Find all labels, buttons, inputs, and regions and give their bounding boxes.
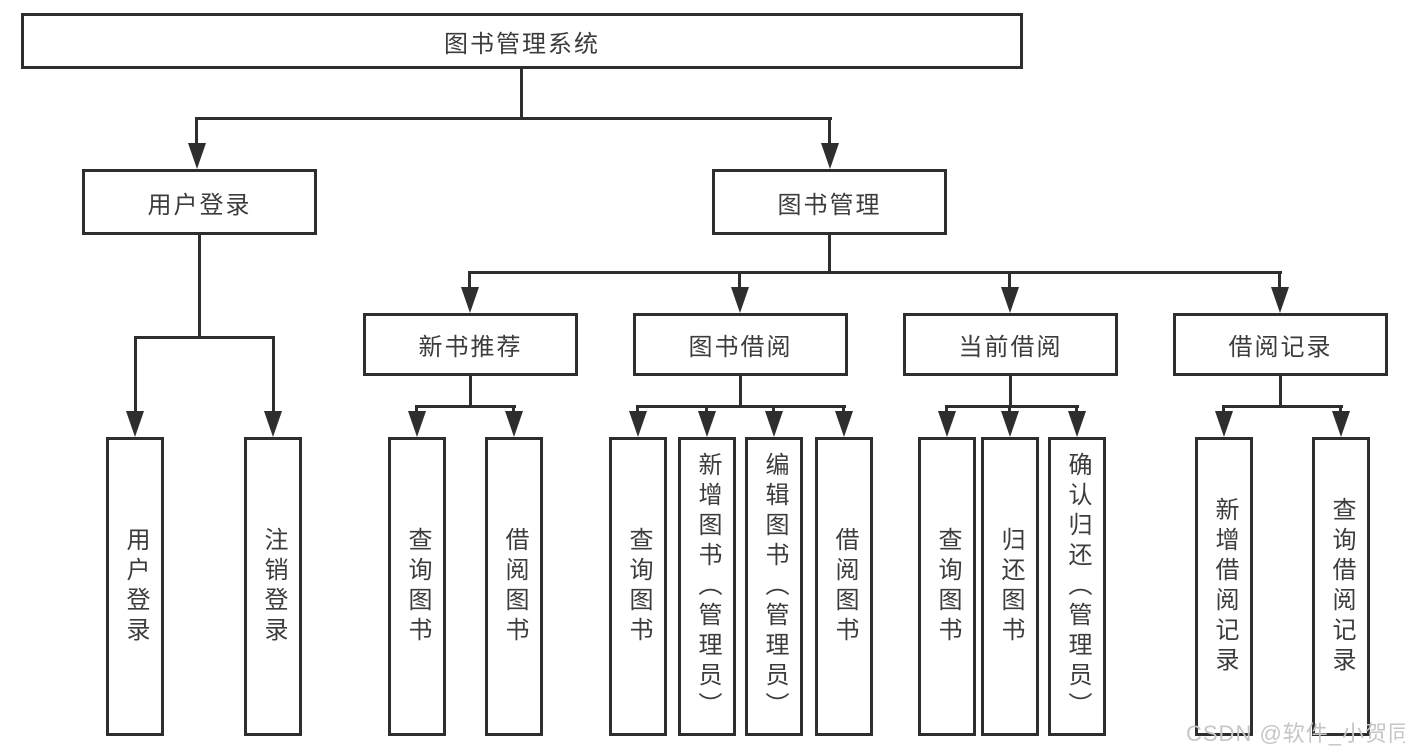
arrow-down-icon <box>264 411 282 437</box>
connector-vline <box>772 405 775 413</box>
leaf-label: 查询图书 <box>404 526 431 647</box>
leaf-label: 查询图书 <box>625 526 652 647</box>
node-label: 用户登录 <box>147 191 252 219</box>
leaf-current-query-books: 查询图书 <box>918 437 976 736</box>
leaf-records-add-borrow-record: 新增借阅记录 <box>1195 437 1253 736</box>
node-label: 借阅记录 <box>1228 334 1333 361</box>
arrow-down-icon <box>188 143 206 169</box>
connector-hline <box>416 405 516 408</box>
connector-vline <box>415 405 418 413</box>
leaf-label: 注销登录 <box>260 526 287 647</box>
node-new-book-recommendation: 新书推荐 <box>363 313 578 376</box>
leaf-current-return-books: 归还图书 <box>981 437 1039 736</box>
node-label: 图书管理 <box>777 191 882 219</box>
connector-vline <box>1008 405 1011 413</box>
leaf-label: 新增图书（管理员） <box>694 451 721 722</box>
connector-vline <box>1278 271 1281 289</box>
arrow-down-icon <box>698 411 716 437</box>
connector-vline <box>272 336 275 412</box>
connector-vline <box>1008 271 1011 289</box>
connector-hline <box>1222 405 1343 408</box>
arrow-down-icon <box>765 411 783 437</box>
arrow-down-icon <box>1001 287 1019 313</box>
arrow-down-icon <box>1215 411 1233 437</box>
connector-vline <box>469 376 472 408</box>
connector-vline <box>1222 405 1225 413</box>
node-book-borrowing: 图书借阅 <box>633 313 848 376</box>
connector-vline <box>828 117 831 145</box>
arrow-down-icon <box>408 411 426 437</box>
node-label: 当前借阅 <box>958 334 1063 361</box>
leaf-label: 查询图书 <box>934 526 961 647</box>
leaf-recommend-query-books: 查询图书 <box>388 437 446 736</box>
node-library-management-system: 图书管理系统 <box>21 13 1023 69</box>
leaf-label: 确认归还（管理员） <box>1064 451 1091 722</box>
node-user-login: 用户登录 <box>82 169 317 235</box>
leaf-label: 查询借阅记录 <box>1328 496 1355 677</box>
arrow-down-icon <box>821 143 839 169</box>
connector-vline <box>134 336 137 412</box>
connector-vline <box>739 376 742 408</box>
connector-vline <box>1009 376 1012 408</box>
connector-vline <box>1339 405 1342 413</box>
connector-vline <box>705 405 708 413</box>
leaf-borrow-edit-books-admin: 编辑图书（管理员） <box>745 437 803 736</box>
connector-vline <box>198 235 201 339</box>
connector-vline <box>738 271 741 289</box>
arrow-down-icon <box>1001 411 1019 437</box>
connector-hline <box>195 117 832 120</box>
arrow-down-icon <box>938 411 956 437</box>
leaf-recommend-borrow-books: 借阅图书 <box>485 437 543 736</box>
node-label: 新书推荐 <box>418 334 523 361</box>
node-borrowing-records: 借阅记录 <box>1173 313 1388 376</box>
connector-hline <box>134 336 274 339</box>
leaf-records-query-borrow-record: 查询借阅记录 <box>1312 437 1370 736</box>
connector-vline <box>468 271 471 289</box>
leaf-borrow-borrow-books: 借阅图书 <box>815 437 873 736</box>
connector-vline <box>195 117 198 145</box>
arrow-down-icon <box>126 411 144 437</box>
leaf-label: 用户登录 <box>122 526 149 647</box>
leaf-user-login: 用户登录 <box>106 437 164 736</box>
arrow-down-icon <box>835 411 853 437</box>
leaf-label: 新增借阅记录 <box>1211 496 1238 677</box>
node-label: 图书管理系统 <box>444 30 600 58</box>
arrow-down-icon <box>731 287 749 313</box>
connector-vline <box>636 405 639 413</box>
arrow-down-icon <box>1068 411 1086 437</box>
leaf-label: 借阅图书 <box>501 526 528 647</box>
leaf-label: 归还图书 <box>997 526 1024 647</box>
leaf-label: 借阅图书 <box>831 526 858 647</box>
connector-vline <box>1075 405 1078 413</box>
leaf-current-confirm-return-admin: 确认归还（管理员） <box>1048 437 1106 736</box>
arrow-down-icon <box>505 411 523 437</box>
node-current-borrowing: 当前借阅 <box>903 313 1118 376</box>
connector-hline <box>945 405 1079 408</box>
leaf-borrow-query-books: 查询图书 <box>609 437 667 736</box>
connector-vline <box>1279 376 1282 408</box>
connector-vline <box>945 405 948 413</box>
node-label: 图书借阅 <box>688 334 793 361</box>
leaf-borrow-add-books-admin: 新增图书（管理员） <box>678 437 736 736</box>
arrow-down-icon <box>461 287 479 313</box>
leaf-label: 编辑图书（管理员） <box>761 451 788 722</box>
watermark-csdn: CSDN @软件_小贺同学 <box>1186 721 1405 746</box>
arrow-down-icon <box>1332 411 1350 437</box>
connector-vline <box>842 405 845 413</box>
node-book-management: 图书管理 <box>712 169 947 235</box>
leaf-logout-login: 注销登录 <box>244 437 302 736</box>
connector-hline <box>636 405 846 408</box>
connector-hline <box>469 271 1282 274</box>
connector-vline <box>828 235 831 274</box>
connector-vline <box>512 405 515 413</box>
arrow-down-icon <box>629 411 647 437</box>
connector-vline <box>520 69 523 120</box>
arrow-down-icon <box>1271 287 1289 313</box>
